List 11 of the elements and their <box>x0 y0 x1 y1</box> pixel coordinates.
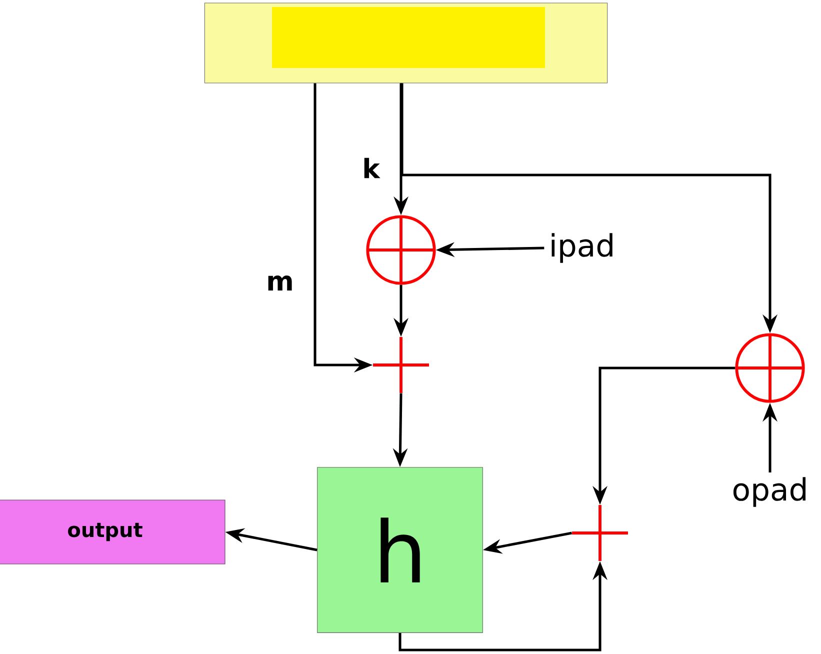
xor-symbol <box>735 333 805 403</box>
edge-label: k <box>364 158 380 178</box>
pad-label: ipad <box>552 233 612 263</box>
concatenation-symbol <box>572 505 628 561</box>
xor-symbol <box>366 215 436 285</box>
output-box: output <box>0 500 226 564</box>
input-box <box>204 2 608 84</box>
hash-box: h <box>317 467 483 633</box>
concatenation-symbol <box>373 337 429 393</box>
pad-label: opad <box>733 477 806 507</box>
edge-label: m <box>268 276 292 290</box>
